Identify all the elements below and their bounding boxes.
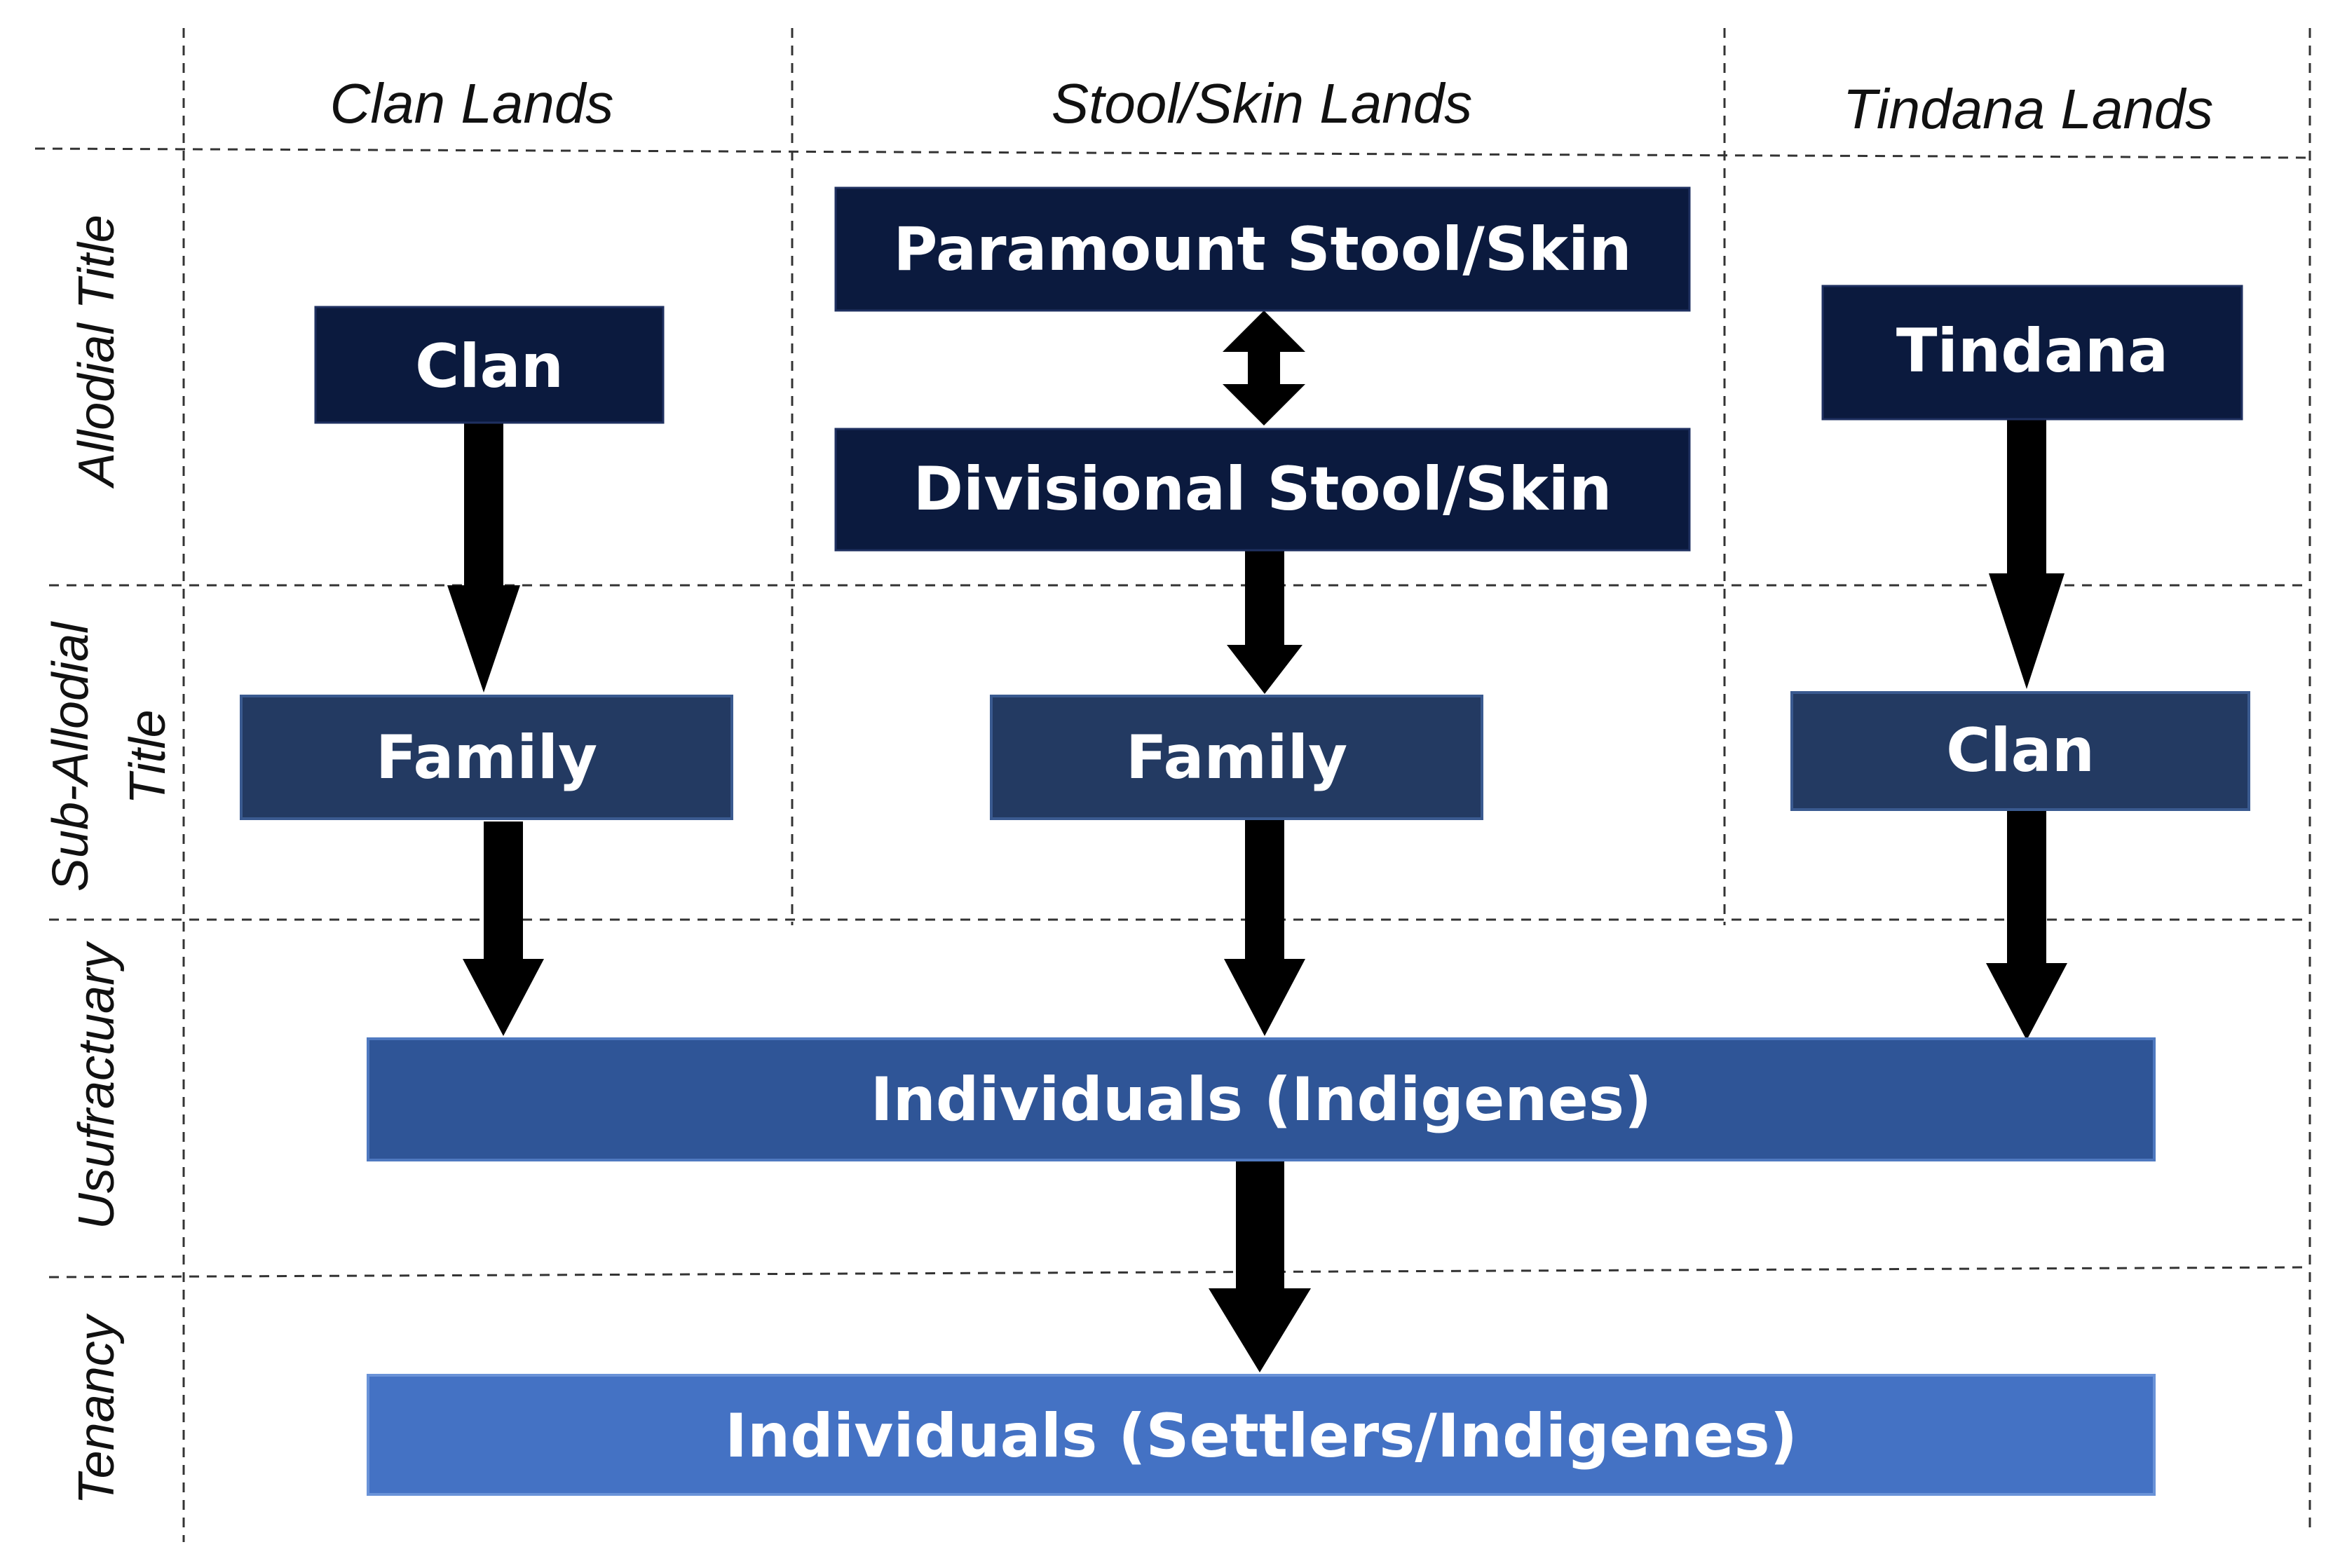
row-label-allodial-title: Allodial Title [69,214,125,489]
box-individuals-settlers-indigenes: Individuals (Settlers/Indigenes) [367,1374,2156,1496]
arrows [447,311,2067,1372]
grid-hline-header [34,147,2311,159]
grid-lines [34,28,2311,1542]
box-clan-tindana-lands: Clan [1790,691,2250,811]
grid-hline-usufractuary [48,1266,2311,1279]
column-header-stool-skin-lands: Stool/Skin Lands [1052,72,1472,135]
column-header-tindana-lands: Tindana Lands [1843,78,2214,140]
arrow-family-to-individuals-center [1224,819,1305,1036]
box-family-clan-lands: Family [240,695,733,820]
arrow-tindana-to-clan [1989,419,2065,689]
box-label-tindana: Tindana [1896,316,2168,386]
box-label-family-clan-lands: Family [376,723,597,793]
row-label-tenancy: Tenancy [69,1313,125,1505]
arrow-indigenes-to-settlers [1209,1160,1311,1372]
arrow-divisional-to-family [1227,550,1302,694]
row-label-usufractuary: Usufractuary [69,941,125,1229]
box-family-stool-lands: Family [990,695,1483,820]
row-label-sub-allodial-line1: Sub-Allodial [43,621,99,892]
box-label-clan-tindana-lands: Clan [1946,716,2095,786]
box-tindana: Tindana [1821,285,2243,421]
column-header-clan-lands: Clan Lands [330,72,614,135]
box-label-family-stool-lands: Family [1126,723,1347,793]
box-paramount-stool-skin: Paramount Stool/Skin [834,186,1691,312]
box-divisional-stool-skin: Divisional Stool/Skin [834,428,1691,552]
box-individuals-indigenes: Individuals (Indigenes) [367,1037,2156,1161]
box-label-paramount: Paramount Stool/Skin [893,214,1631,285]
box-label-individuals-indigenes: Individuals (Indigenes) [871,1065,1652,1135]
box-clan-allodial: Clan [314,306,665,424]
arrow-family-to-individuals-left [463,822,544,1036]
box-label-divisional: Divisional Stool/Skin [913,454,1612,524]
row-label-sub-allodial-line2: Title [120,709,176,804]
box-label-clan-allodial: Clan [415,332,564,402]
arrow-paramount-divisional-bidirectional [1223,311,1305,425]
arrow-clan-to-individuals-right [1986,810,2067,1040]
arrow-clan-to-family [447,423,520,693]
box-label-individuals-settlers: Individuals (Settlers/Indigenes) [725,1401,1797,1471]
